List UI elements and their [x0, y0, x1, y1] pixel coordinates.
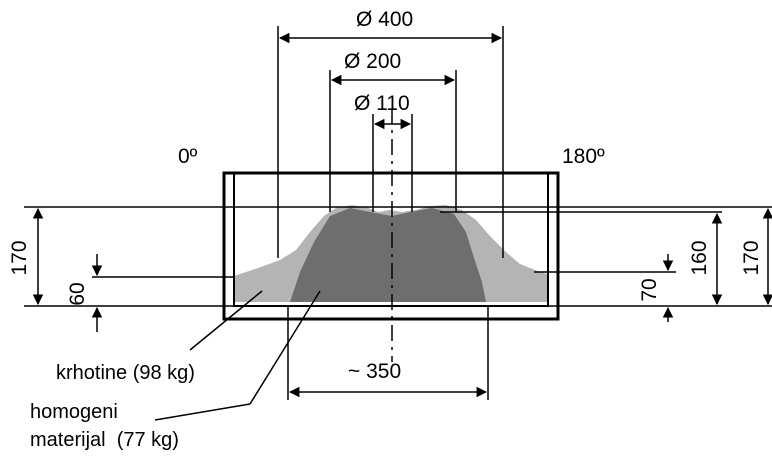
- label-d400: Ø 400: [356, 8, 413, 31]
- leader-homogeneous-tail: [154, 403, 251, 421]
- label-bottom-width: ~ 350: [348, 360, 401, 383]
- label-debris: krhotine (98 kg): [56, 362, 195, 384]
- label-homogeneous-line1: homogeni: [30, 401, 118, 423]
- label-angle-left: 0º: [178, 145, 198, 168]
- label-right-170: 170: [740, 240, 763, 275]
- label-d110: Ø 110: [354, 92, 410, 115]
- leader-homogeneous: [249, 290, 321, 405]
- label-right-70: 70: [638, 278, 661, 301]
- homogeneous-region: [290, 208, 486, 302]
- label-angle-right: 180º: [562, 145, 605, 168]
- label-d200: Ø 200: [344, 50, 401, 73]
- label-right-160: 160: [688, 240, 711, 275]
- label-left-170: 170: [8, 240, 31, 275]
- label-left-60: 60: [66, 282, 89, 305]
- leader-debris: [189, 290, 263, 351]
- label-homogeneous-line2: materijal (77 kg): [30, 429, 179, 451]
